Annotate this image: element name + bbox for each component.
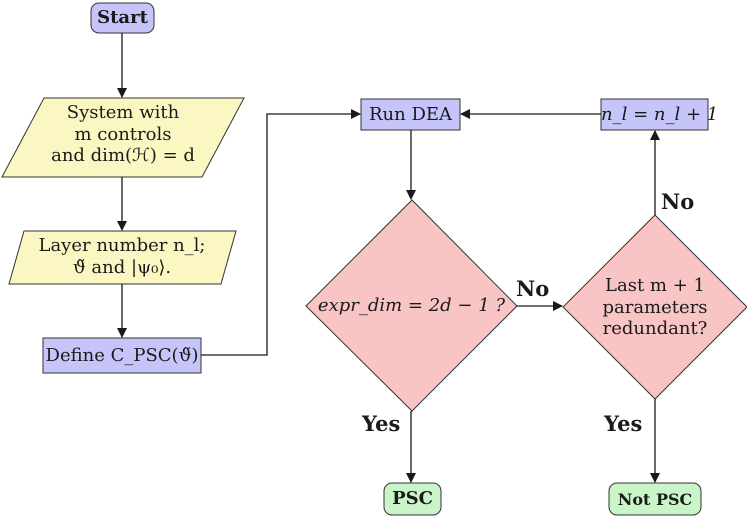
layer-io-label: Layer number n_l; ϑ̃ and |ψ₀⟩.	[16, 235, 228, 278]
define-process-shape	[42, 337, 202, 374]
arrow-define-to-dea	[201, 109, 361, 356]
redundant-label: Last m + 1 parameters redundant?	[583, 275, 727, 340]
system-line-2: m controls	[74, 123, 172, 145]
layer-line-1: Layer number n_l;	[38, 235, 206, 256]
edge-label-redundant-yes: Yes	[604, 411, 643, 436]
define-process-label: Define C_PSC(ϑ̃)	[45, 345, 199, 366]
redundant-line-3: redundant?	[602, 318, 708, 340]
system-line-3: and dim(ℋ) = d	[51, 145, 195, 167]
psc-terminal-shape	[383, 482, 442, 516]
check-dim-label: expr_dim = 2d − 1 ?	[317, 295, 506, 316]
system-io-shape	[1, 97, 245, 178]
redundant-line-1: Last m + 1	[605, 275, 705, 296]
not-psc-label: Not PSC	[617, 490, 693, 509]
edge-label-check-no: No	[516, 276, 550, 301]
run-dea-label: Run DEA	[368, 104, 453, 125]
not-psc-terminal-shape	[608, 482, 702, 516]
psc-label: PSC	[392, 488, 433, 509]
layer-line-2: ϑ̃ and |ψ₀⟩.	[72, 256, 172, 278]
start-node-label: Start	[97, 7, 148, 28]
increment-label: n_l = n_l + 1	[601, 104, 719, 125]
system-line-1: System with	[66, 102, 180, 123]
system-io-label: System with m controls and dim(ℋ) = d	[23, 102, 223, 167]
edge-label-check-yes: Yes	[362, 411, 401, 436]
redundant-line-2: parameters	[602, 296, 708, 318]
layer-io-shape	[8, 230, 237, 285]
check-dim-decision-shape	[305, 199, 518, 412]
edge-label-redundant-no: No	[661, 189, 695, 214]
run-dea-process-shape	[360, 98, 461, 131]
